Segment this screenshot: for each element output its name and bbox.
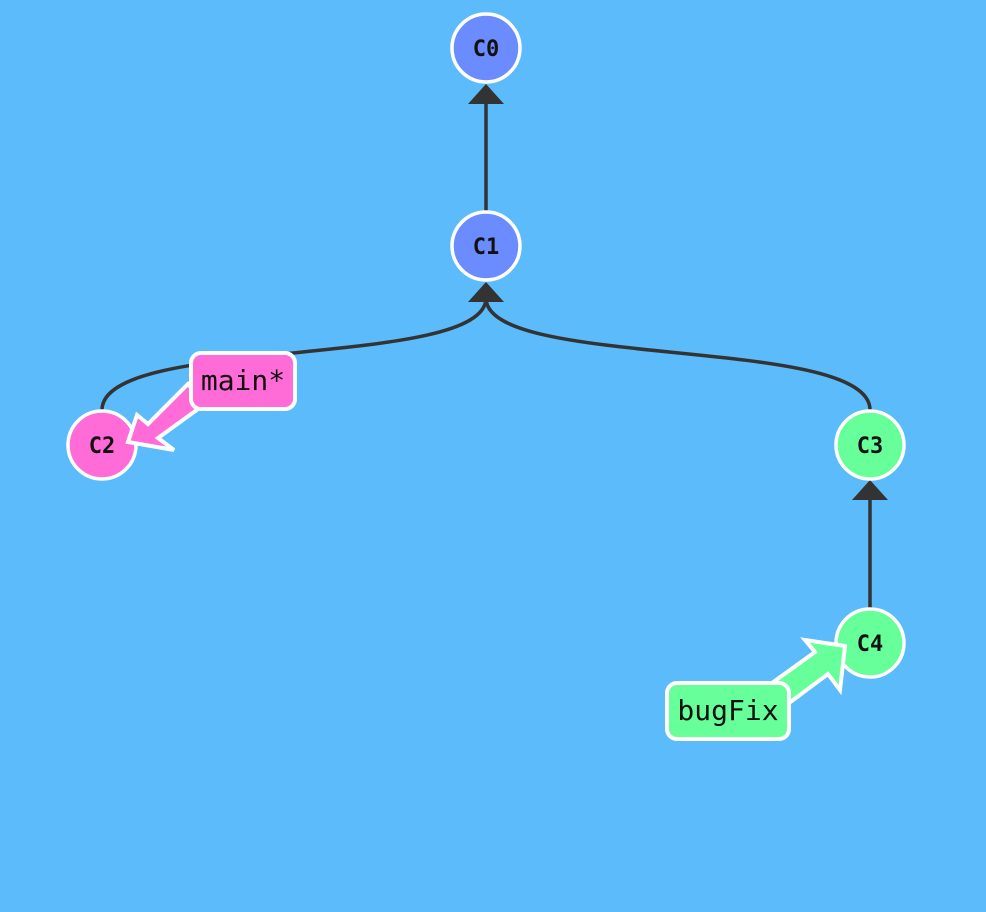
commit-c0[interactable]: C0 (450, 12, 522, 84)
commit-c0-node (450, 12, 522, 84)
edge-c3-c1 (484, 297, 872, 411)
branch-bugfix-box (665, 681, 791, 741)
commit-c2[interactable]: C2 (66, 409, 138, 481)
commit-c0-label: C0 (473, 37, 500, 62)
branch-main-label: main* (201, 364, 285, 397)
branch-main[interactable]: main* (125, 351, 297, 452)
commit-c2-label: C2 (89, 434, 116, 459)
commit-c4-label: C4 (857, 632, 884, 657)
commit-c1-node (450, 210, 522, 282)
commit-c3[interactable]: C3 (834, 409, 906, 481)
commit-c1-label: C1 (473, 235, 500, 260)
branch-bugfix[interactable]: bugFix (665, 637, 848, 741)
commit-c1[interactable]: C1 (450, 210, 522, 282)
branch-bugfix-label: bugFix (677, 694, 778, 727)
arrowhead-c3 (852, 480, 888, 500)
arrowhead-c1 (468, 282, 504, 302)
commit-c4[interactable]: C4 (834, 607, 906, 679)
branch-main-box (189, 351, 297, 411)
arrowhead-c0 (468, 84, 504, 104)
edge-c2-c1 (100, 297, 488, 411)
commit-c3-label: C3 (857, 434, 884, 459)
commit-c3-node (834, 409, 906, 481)
edges (100, 84, 888, 608)
